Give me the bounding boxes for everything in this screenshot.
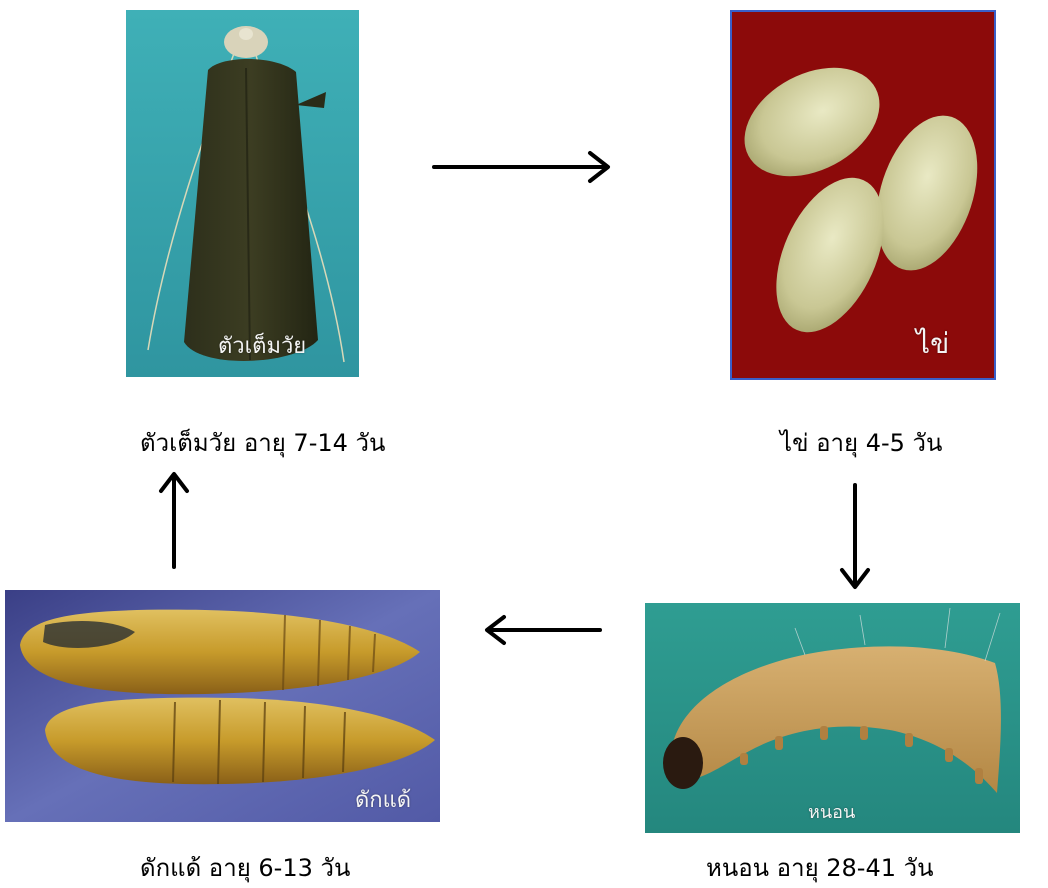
adult-moth-illustration [126, 10, 359, 377]
arrow-larva-to-pupa [487, 617, 600, 643]
arrow-adult-to-egg [434, 153, 608, 181]
arrow-egg-to-larva [842, 485, 868, 587]
adult-caption: ตัวเต็มวัย อายุ 7-14 วัน [140, 423, 385, 462]
adult-stage-photo: ตัวเต็มวัย [126, 10, 359, 377]
pupa-photo-label: ดักแด้ [355, 782, 411, 817]
larva-caption: หนอน อายุ 28-41 วัน [706, 848, 934, 887]
pupa-caption: ดักแด้ อายุ 6-13 วัน [140, 848, 350, 887]
larva-stage-photo: หนอน [645, 603, 1020, 833]
adult-photo-label: ตัวเต็มวัย [218, 328, 306, 363]
egg-caption: ไข่ อายุ 4-5 วัน [780, 423, 942, 462]
egg-photo-label: ไข่ [916, 322, 949, 366]
larva-photo-label: หนอน [808, 797, 855, 826]
egg-stage-photo: ไข่ [730, 10, 996, 380]
egg-illustration [730, 10, 996, 380]
arrow-pupa-to-adult [161, 474, 187, 567]
pupa-stage-photo: ดักแด้ [5, 590, 440, 822]
